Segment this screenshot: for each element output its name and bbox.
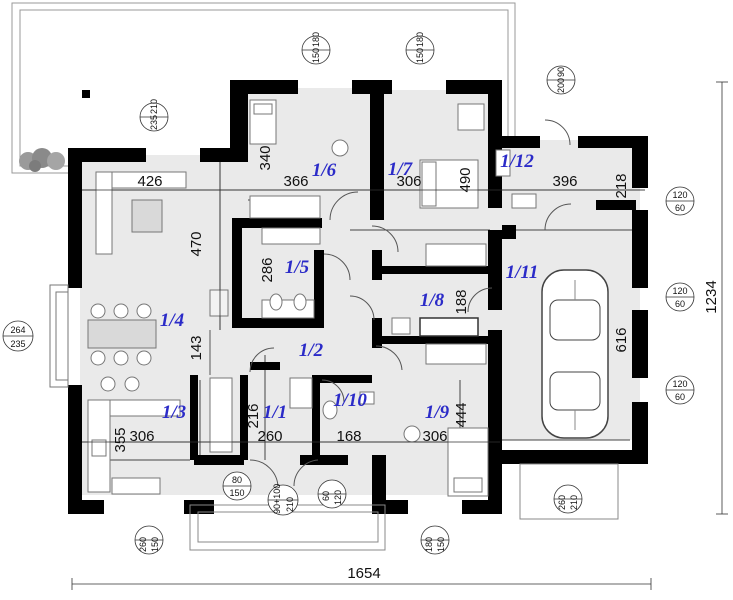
dim-366: 366 [283,173,308,190]
window-w-bot-5-h: 150 [436,537,446,552]
window-w-right-2-w: 120 [672,286,687,296]
bay-window-left [49,284,69,388]
room-label-1-6: 1/6 [312,160,337,181]
room-label-1-1: 1/1 [263,402,287,423]
window-w-top-1-w: 180 [311,32,321,47]
plant-shrubs [19,148,65,172]
walls [68,80,648,514]
dim-306-bot: 306 [129,428,154,445]
dim-306-top: 306 [396,173,421,190]
window-w-right-1-w: 120 [672,190,687,200]
window-w-bot-1-w: 260 [138,537,148,552]
window-w-top-3-h: 200 [556,78,566,93]
dim-total-height: 1234 [703,280,720,313]
window-w-bot-3-w: 90+100 [272,484,282,514]
dim-260: 260 [257,428,282,445]
window-w-bot-4-w: 60 [321,491,331,501]
window-w-bot-5-w: 180 [424,537,434,552]
window-w-top-left-w: 210 [149,99,159,114]
dim-340: 340 [257,145,274,170]
dim-286: 286 [259,257,276,282]
window-w-left-h: 235 [10,339,25,349]
dim-426: 426 [137,173,162,190]
room-label-1-9: 1/9 [425,402,450,423]
dim-168: 168 [336,428,361,445]
window-tags [2,35,695,555]
window-w-bot-2-h: 150 [229,488,244,498]
window-w-top-2-w: 180 [415,32,425,47]
window-w-right-3-h: 60 [675,392,685,402]
dim-444: 444 [453,402,470,427]
window-w-bot-6-w: 260 [557,495,567,510]
room-label-1-4: 1/4 [160,310,184,331]
window-w-right-2-h: 60 [675,299,685,309]
dim-188: 188 [453,289,470,314]
dimension-labels: 426 366 306 490 396 218 340 470 286 188 … [112,145,720,582]
window-w-left-w: 264 [10,325,25,335]
dimension-lines [71,81,728,590]
door-swings [249,119,572,489]
window-w-bot-3-h: 210 [285,497,295,512]
furniture [87,99,537,497]
dim-355: 355 [112,427,129,452]
dim-143: 143 [188,335,205,360]
dim-396: 396 [552,173,577,190]
dim-306-mid: 306 [422,428,447,445]
garage-apron [519,463,619,520]
dim-616: 616 [613,327,630,352]
dim-total-width: 1654 [347,565,380,582]
window-w-bot-1-h: 150 [150,537,160,552]
window-w-top-3-w-label: 90 [556,67,566,77]
window-w-top-left-h: 235 [149,115,159,130]
room-label-1-11: 1/11 [506,262,539,283]
window-w-top-2-h: 150 [415,48,425,63]
window-w-right-3-w: 120 [672,379,687,389]
dim-490: 490 [457,167,474,192]
room-label-1-7: 1/7 [388,159,414,180]
room-label-1-12: 1/12 [500,151,534,172]
room-label-1-10: 1/10 [333,390,367,411]
dim-216: 216 [245,403,262,428]
window-w-right-1-h: 60 [675,203,685,213]
window-w-bot-2-w: 80 [232,475,242,485]
dim-470: 470 [188,231,205,256]
dim-218: 218 [613,173,630,198]
window-w-top-1-h: 150 [311,48,321,63]
room-label-1-8: 1/8 [420,290,445,311]
room-label-1-5: 1/5 [285,257,310,278]
window-tag-text: 210 235 180 150 180 150 180 90 200 120 6… [10,32,687,552]
window-w-bot-6-h: 210 [569,495,579,510]
room-label-1-2: 1/2 [299,340,324,361]
window-w-bot-4-h: 120 [333,490,343,505]
room-labels: 1/6 1/7 1/12 1/5 1/11 1/4 1/8 1/2 1/10 1… [160,151,539,423]
car-icon [541,269,609,439]
room-label-1-3: 1/3 [162,402,186,423]
